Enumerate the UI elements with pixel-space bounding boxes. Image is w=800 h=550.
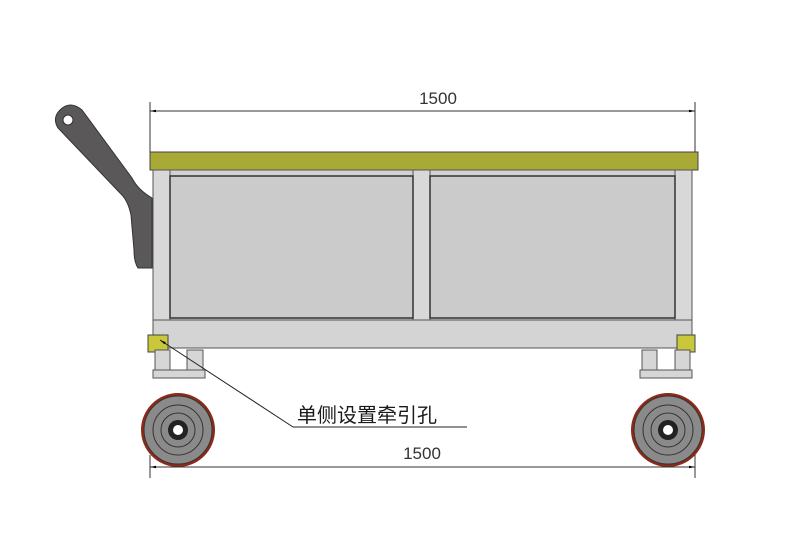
handle-ring-icon <box>62 114 74 126</box>
tow-handle <box>54 104 153 269</box>
wheel-left <box>141 393 215 467</box>
bottom-dimension-label: 1500 <box>403 444 441 463</box>
side-panel-right <box>429 175 676 319</box>
side-panel-left <box>169 175 414 319</box>
caster-bracket-right <box>639 349 693 379</box>
tow-hole-callout: 单侧设置牵引孔 <box>159 339 467 428</box>
top-dimension-label: 1500 <box>419 89 457 108</box>
cart-body <box>152 169 693 349</box>
cart-deck <box>149 151 699 171</box>
annotation-text: 单侧设置牵引孔 <box>297 403 437 427</box>
tow-hole-block-right <box>676 334 696 353</box>
wheel-right <box>631 393 705 467</box>
bottom-dimension: 1500 <box>149 444 696 478</box>
caster-bracket-left <box>152 349 206 379</box>
top-dimension: 1500 <box>149 89 696 152</box>
bottom-rail <box>152 319 693 349</box>
